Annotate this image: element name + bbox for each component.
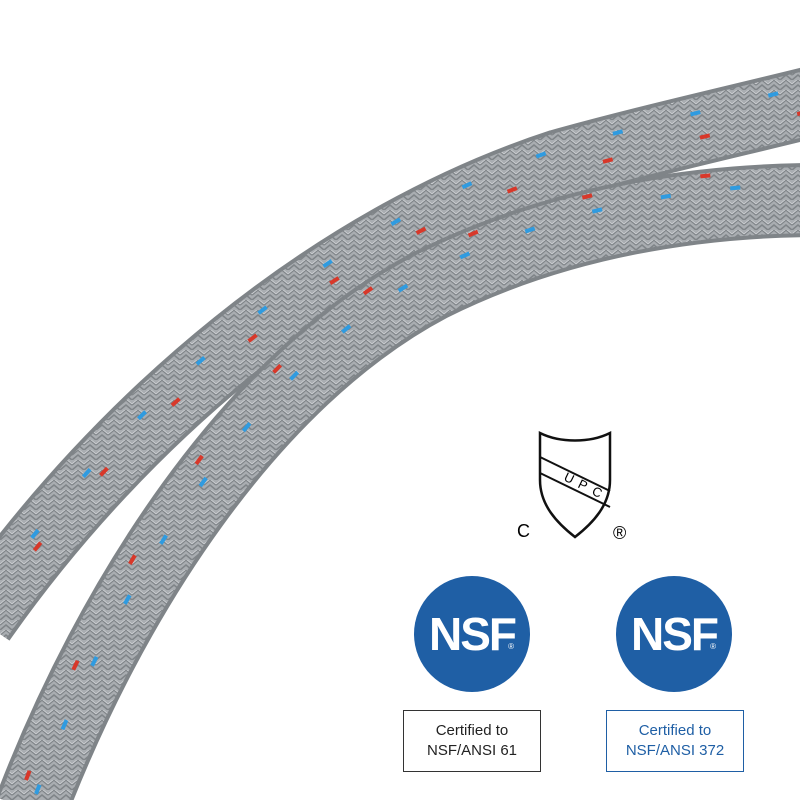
nsf-registered-icon: ® <box>710 642 716 651</box>
upc-registered-icon: ® <box>613 523 626 543</box>
certification-label-nsf-372: Certified to NSF/ANSI 372 <box>606 710 744 772</box>
certification-line-2: NSF/ANSI 61 <box>426 742 518 759</box>
certification-line-2: NSF/ANSI 372 <box>625 742 725 759</box>
nsf-registered-icon: ® <box>508 642 514 651</box>
certification-line-1: Certified to <box>638 722 712 739</box>
upc-certification-mark: U P C C ® <box>517 430 626 543</box>
nsf-logo: NSF ® <box>616 576 732 692</box>
nsf-logo-text: NSF <box>429 608 517 660</box>
certification-line-1: Certified to <box>435 722 509 739</box>
nsf-logo: NSF ® <box>414 576 530 692</box>
upc-shield-icon <box>538 430 612 539</box>
certification-label-nsf-61: Certified to NSF/ANSI 61 <box>403 710 541 772</box>
upc-left-c: C <box>517 521 530 541</box>
nsf-logo-text: NSF <box>631 608 719 660</box>
